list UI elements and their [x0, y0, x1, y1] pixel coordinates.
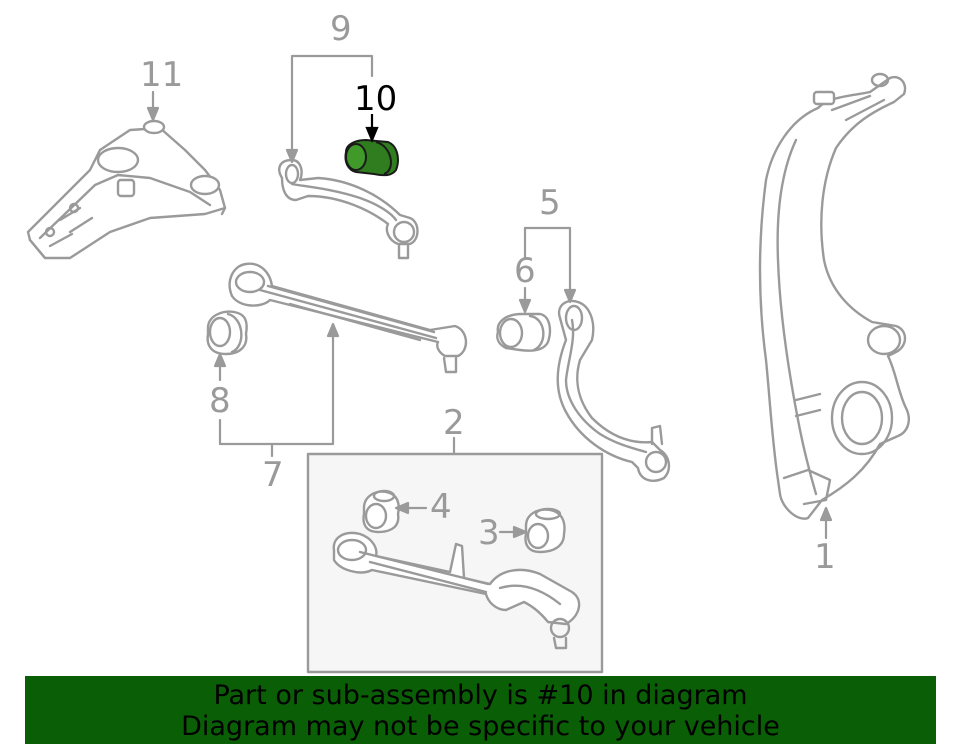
part-10-highlighted-bushing [344, 139, 399, 177]
banner-line-1: Part or sub-assembly is #10 in diagram [213, 680, 748, 711]
leader-line-10 [365, 114, 379, 143]
part-7-lower-link [228, 262, 468, 374]
callout-7: 7 [262, 455, 284, 495]
part-1-steering-knuckle [758, 72, 910, 520]
callout-10: 10 [354, 79, 398, 119]
part-6-bushing [496, 312, 552, 352]
part-8-bushing [206, 310, 248, 356]
part-4-bushing [362, 489, 400, 534]
part-9-upper-arm [278, 158, 419, 260]
callout-9: 9 [330, 9, 352, 49]
callout-2: 2 [443, 403, 465, 443]
callout-3: 3 [478, 513, 500, 553]
banner-line-2: Diagram may not be specific to your vehi… [181, 711, 780, 742]
part-3-bushing [524, 507, 566, 554]
callout-6: 6 [514, 251, 536, 291]
leader-lines [146, 54, 833, 540]
part-2-lower-control-arm [332, 531, 581, 650]
info-banner: Part or sub-assembly is #10 in diagram D… [25, 676, 936, 744]
callout-4: 4 [430, 487, 452, 527]
part-11-subframe-mount [26, 119, 227, 260]
callout-8: 8 [209, 381, 231, 421]
callout-5: 5 [539, 183, 561, 223]
callout-11: 11 [140, 55, 184, 95]
callout-1: 1 [814, 537, 836, 577]
part-5-curved-arm [556, 299, 671, 482]
